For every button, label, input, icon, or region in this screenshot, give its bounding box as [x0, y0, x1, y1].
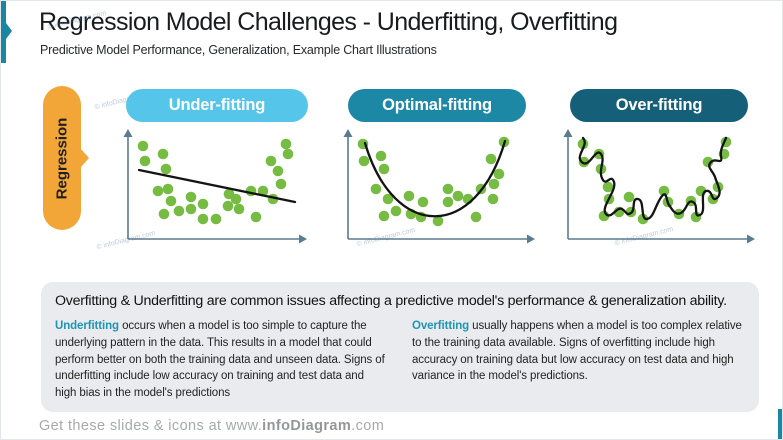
overfitting-text: usually happens when a model is too comp…	[412, 320, 742, 383]
y-axis-arrow-icon	[123, 129, 133, 137]
scatter-points	[137, 138, 294, 225]
page-subtitle: Predictive Model Performance, Generaliza…	[40, 43, 437, 57]
page-title: Regression Model Challenges - Underfitti…	[39, 8, 618, 36]
overfitting-keyword: Overfitting	[412, 320, 470, 332]
x-axis-arrow-icon	[747, 234, 755, 244]
explanation-heading: Overfitting & Underfitting are common is…	[55, 293, 727, 309]
header-pill-overfitting: Over-fitting	[570, 89, 748, 122]
underfitting-text: occurs when a model is too simple to cap…	[55, 320, 385, 400]
optimalfitting-scatter-chart	[343, 129, 535, 244]
footer-brand-link[interactable]: infoDiagram	[262, 418, 352, 434]
header-pill-optimalfitting: Optimal-fitting	[348, 89, 526, 122]
header-pill-underfitting: Under-fitting	[126, 89, 308, 122]
regression-ribbon-label: Regression	[53, 117, 71, 199]
overfitting-paragraph: Overfitting usually happens when a model…	[412, 318, 745, 402]
regression-ribbon: Regression	[43, 86, 89, 230]
footer-suffix: .com	[351, 418, 385, 434]
fit-line	[137, 168, 297, 204]
fit-curve	[363, 139, 507, 218]
underfitting-keyword: Underfitting	[55, 320, 119, 332]
y-axis-arrow-icon	[343, 129, 353, 137]
footer-prefix: Get these slides & icons at www.	[39, 418, 263, 434]
x-axis-arrow-icon	[299, 234, 307, 244]
fit-curve	[578, 136, 728, 221]
underfitting-paragraph: Underfitting occurs when a model is too …	[55, 318, 388, 402]
x-axis-arrow-icon	[527, 234, 535, 244]
footer-credit: Get these slides & icons at www.infoDiag…	[39, 418, 384, 434]
top-left-accent-arrow-icon	[1, 1, 12, 63]
y-axis-arrow-icon	[563, 129, 573, 137]
bottom-right-accent-bar	[778, 409, 782, 439]
explanation-box: Overfitting & Underfitting are common is…	[41, 282, 759, 412]
overfitting-scatter-chart	[563, 129, 755, 244]
underfitting-scatter-chart	[123, 129, 307, 244]
